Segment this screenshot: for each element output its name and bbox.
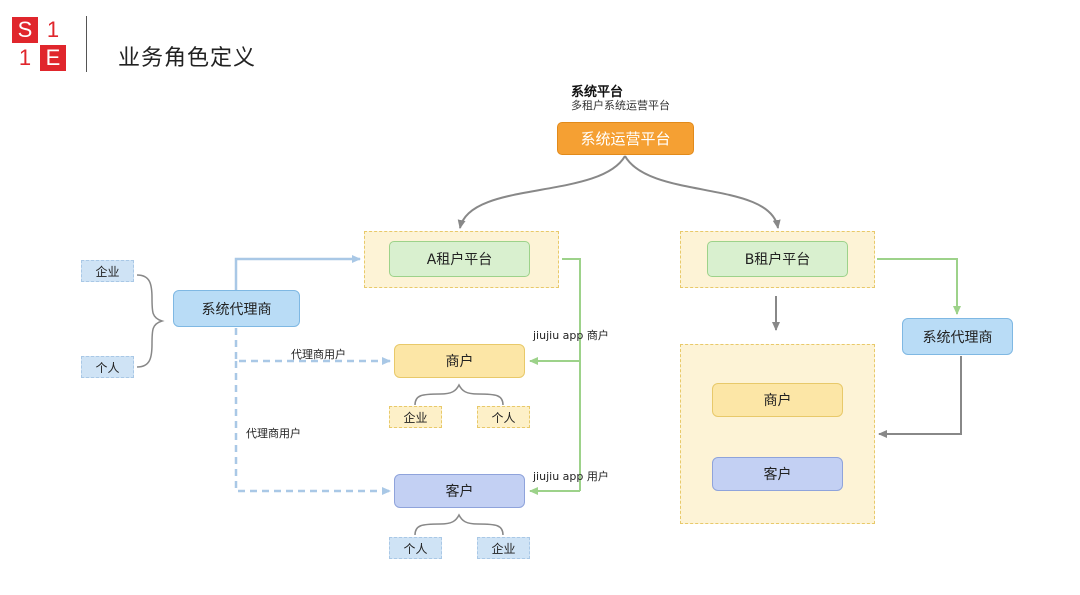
logo-cell: E xyxy=(40,45,66,71)
logo-cell: 1 xyxy=(40,17,66,43)
logo-cell: 1 xyxy=(12,45,38,71)
agent-type-individual: 个人 xyxy=(81,356,134,378)
tenant-b-box: B租户平台 xyxy=(707,241,848,277)
merchant-type-individual: 个人 xyxy=(477,406,530,428)
agent-b-box: 系统代理商 xyxy=(902,318,1013,355)
brace-customer-types xyxy=(414,513,504,536)
edge-ops-to-tenant-b xyxy=(624,155,781,229)
edge-agent-b-to-users xyxy=(878,356,962,438)
customer-b-box: 客户 xyxy=(712,457,843,491)
customer-a-box: 客户 xyxy=(394,474,525,508)
ops-platform-box: 系统运营平台 xyxy=(557,122,694,155)
edge-label-agent-customer: 代理商用户 xyxy=(246,427,301,440)
edge-tenant-b-to-agent xyxy=(877,258,961,315)
edge-ops-to-tenant-a xyxy=(457,155,626,229)
merchant-a-box: 商户 xyxy=(394,344,525,378)
agent-a-box: 系统代理商 xyxy=(173,290,300,327)
page-title: 业务角色定义 xyxy=(118,46,257,71)
edge-agent-to-tenant-a xyxy=(234,255,361,290)
platform-subheading: 多租户系统运营平台 xyxy=(571,99,670,112)
tenant-a-box: A租户平台 xyxy=(389,241,530,277)
edge-label-agent-merchant: 代理商用户 xyxy=(291,348,346,361)
customer-type-enterprise: 企业 xyxy=(477,537,530,559)
tenant-b-users-zone xyxy=(680,344,875,524)
edge-agent-to-merchant xyxy=(234,328,391,365)
platform-heading: 系统平台 xyxy=(571,85,624,100)
merchant-b-box: 商户 xyxy=(712,383,843,417)
brace-agent-types xyxy=(136,274,165,368)
edge-label-app-customer: jiujiu app 用户 xyxy=(533,470,609,483)
edge-agent-to-customer xyxy=(234,361,391,495)
agent-type-enterprise: 企业 xyxy=(81,260,134,282)
header-divider xyxy=(86,16,87,72)
customer-type-individual: 个人 xyxy=(389,537,442,559)
edge-tenant-a-to-app xyxy=(562,258,581,491)
brace-merchant-types xyxy=(414,383,504,406)
logo-cell: S xyxy=(12,17,38,43)
merchant-type-enterprise: 企业 xyxy=(389,406,442,428)
edge-label-app-merchant: jiujiu app 商户 xyxy=(533,329,609,342)
